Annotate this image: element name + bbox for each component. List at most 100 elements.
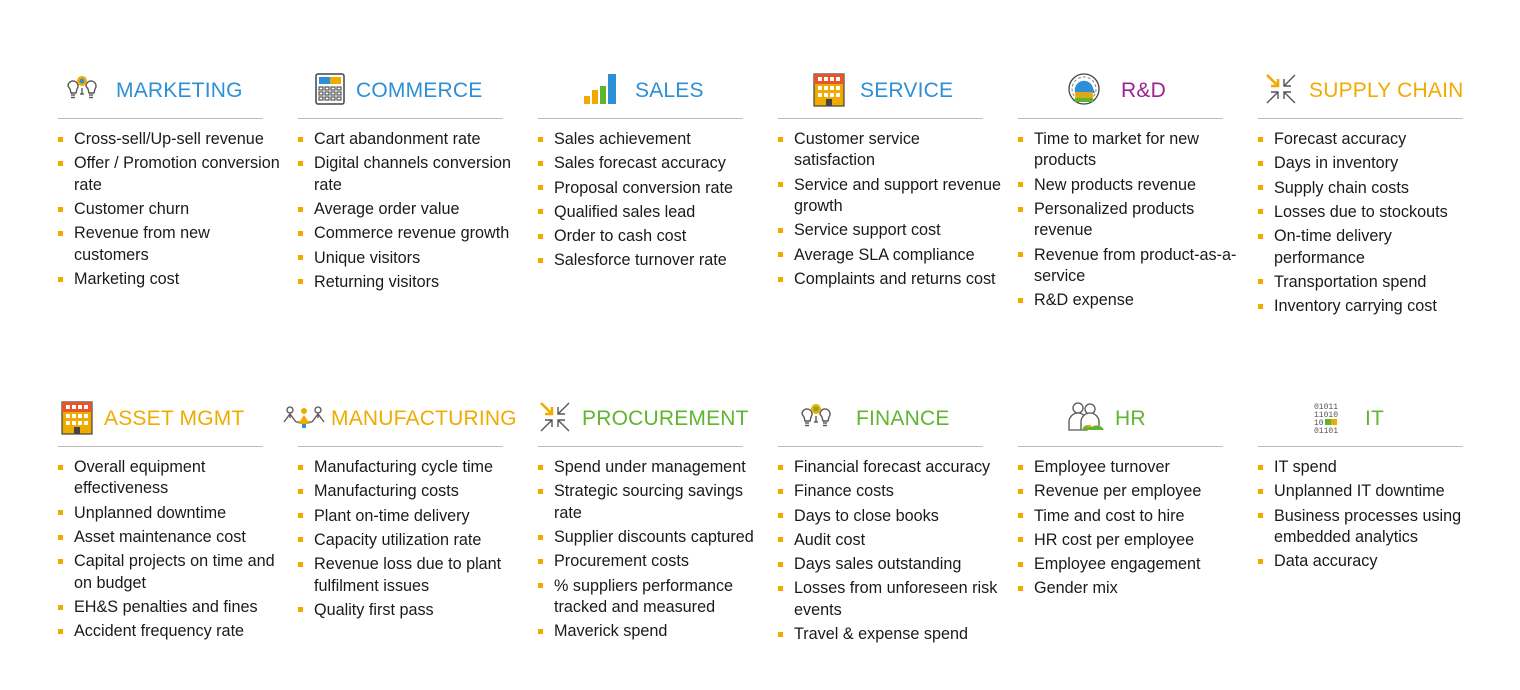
section-title: COMMERCE — [356, 79, 483, 102]
building-icon — [60, 400, 94, 435]
list-item: Inventory carrying cost — [1258, 296, 1483, 317]
kpi-list: Time to market for new products New prod… — [1018, 129, 1243, 315]
list-item: Customer service satisfaction — [778, 129, 1003, 172]
kpi-list: Spend under management Strategic sourcin… — [538, 457, 763, 646]
people-icon — [1064, 400, 1104, 432]
binary-digits: 11010 — [1314, 411, 1338, 420]
bar-chart-icon — [582, 72, 616, 104]
list-item: New products revenue — [1018, 175, 1243, 196]
list-item: Time to market for new products — [1018, 129, 1243, 172]
list-item: Service and support revenue growth — [778, 175, 1003, 218]
list-item: Personalized products revenue — [1018, 199, 1243, 242]
list-item: Revenue per employee — [1018, 481, 1243, 502]
section-header: PROCUREMENT — [538, 394, 749, 447]
section-supply-chain: SUPPLY CHAIN Forecast accuracy Days in i… — [1258, 66, 1463, 315]
list-item: EH&S penalties and fines — [58, 597, 283, 618]
list-item: Procurement costs — [538, 551, 763, 572]
kpi-list: Forecast accuracy Days in inventory Supp… — [1258, 129, 1483, 320]
list-item: Asset maintenance cost — [58, 527, 283, 548]
section-header: MANUFACTURING — [283, 394, 517, 447]
section-header: HR — [1018, 394, 1223, 447]
binary-icon: 01011 11010 10 01101 — [1312, 400, 1352, 440]
kpi-list: Cart abandonment rate Digital channels c… — [298, 129, 523, 296]
list-item: Days to close books — [778, 506, 1003, 527]
list-item: Losses from unforeseen risk events — [778, 578, 1003, 621]
section-it: 01011 11010 10 01101 IT IT spend Unplann… — [1258, 394, 1463, 570]
section-header: SUPPLY CHAIN — [1258, 66, 1463, 119]
list-item: Time and cost to hire — [1018, 506, 1243, 527]
kpi-list: Manufacturing cycle time Manufacturing c… — [298, 457, 523, 624]
list-item: Revenue from new customers — [58, 223, 283, 266]
section-title: IT — [1365, 407, 1385, 430]
list-item: Accident frequency rate — [58, 621, 283, 642]
section-header: COMMERCE — [298, 66, 503, 119]
list-item: Commerce revenue growth — [298, 223, 523, 244]
list-item: Unplanned IT downtime — [1258, 481, 1483, 502]
list-item: Capacity utilization rate — [298, 530, 523, 551]
section-rnd: R&D Time to market for new products New … — [1018, 66, 1236, 309]
list-item: Sales forecast accuracy — [538, 153, 763, 174]
list-item: Cross-sell/Up-sell revenue — [58, 129, 283, 150]
list-item: Average SLA compliance — [778, 245, 1003, 266]
list-item: Days sales outstanding — [778, 554, 1003, 575]
section-procurement: PROCUREMENT Spend under management Strat… — [538, 394, 754, 640]
list-item: Strategic sourcing savings rate — [538, 481, 763, 524]
list-item: Average order value — [298, 199, 523, 220]
list-item: Losses due to stockouts — [1258, 202, 1483, 223]
binary-digits: 01011 — [1314, 403, 1338, 412]
list-item: Returning visitors — [298, 272, 523, 293]
section-header: 01011 11010 10 01101 IT — [1258, 394, 1463, 447]
section-sales: SALES Sales achievement Sales forecast a… — [538, 66, 743, 269]
arrows-in-icon — [538, 400, 572, 432]
section-title: R&D — [1121, 79, 1166, 102]
kpi-list: IT spend Unplanned IT downtime Business … — [1258, 457, 1483, 576]
section-asset-mgmt: ASSET MGMT Overall equipment effectivene… — [58, 394, 275, 640]
calculator-icon — [315, 72, 349, 105]
section-header: MARKETING — [58, 66, 263, 119]
list-item: Manufacturing cycle time — [298, 457, 523, 478]
section-service: SERVICE Customer service satisfaction Se… — [778, 66, 1001, 288]
list-item: Digital channels conversion rate — [298, 153, 523, 196]
workers-icon — [282, 404, 325, 436]
kpi-list: Overall equipment effectiveness Unplanne… — [58, 457, 283, 646]
section-header: ASSET MGMT — [58, 394, 263, 447]
list-item: Order to cash cost — [538, 226, 763, 247]
list-item: % suppliers performance tracked and meas… — [538, 576, 763, 619]
list-item: Complaints and returns cost — [778, 269, 1003, 290]
kpi-list: Cross-sell/Up-sell revenue Offer / Promo… — [58, 129, 283, 293]
list-item: Employee turnover — [1018, 457, 1243, 478]
list-item: Finance costs — [778, 481, 1003, 502]
list-item: Maverick spend — [538, 621, 763, 642]
section-title: FINANCE — [856, 407, 950, 430]
section-marketing: MARKETING Cross-sell/Up-sell revenue Off… — [58, 66, 280, 288]
list-item: Forecast accuracy — [1258, 129, 1483, 150]
section-finance: FINANCE Financial forecast accuracy Fina… — [778, 394, 997, 643]
section-title: HR — [1115, 407, 1146, 430]
section-hr: HR Employee turnover Revenue per employe… — [1018, 394, 1223, 597]
section-manufacturing: MANUFACTURING Manufacturing cycle time M… — [283, 394, 517, 619]
list-item: Unplanned downtime — [58, 503, 283, 524]
list-item: On-time delivery performance — [1258, 226, 1483, 269]
list-item: Proposal conversion rate — [538, 178, 763, 199]
section-title: SERVICE — [860, 79, 954, 102]
section-title: ASSET MGMT — [104, 407, 245, 430]
list-item: Plant on-time delivery — [298, 506, 523, 527]
list-item: HR cost per employee — [1018, 530, 1243, 551]
lightbulbs-icon — [798, 400, 832, 432]
section-header: SALES — [538, 66, 743, 119]
list-item: Supply chain costs — [1258, 178, 1483, 199]
section-title: SALES — [635, 79, 704, 102]
section-header: FINANCE — [778, 394, 983, 447]
section-header: R&D — [1018, 66, 1223, 119]
section-header: SERVICE — [778, 66, 983, 119]
list-item: Financial forecast accuracy — [778, 457, 1003, 478]
list-item: Data accuracy — [1258, 551, 1483, 572]
list-item: Sales achievement — [538, 129, 763, 150]
list-item: Business processes using embedded analyt… — [1258, 506, 1483, 549]
kpi-list: Financial forecast accuracy Finance cost… — [778, 457, 1003, 648]
list-item: Customer churn — [58, 199, 283, 220]
section-title: PROCUREMENT — [582, 407, 749, 430]
building-icon — [812, 72, 846, 107]
arrows-in-icon — [1264, 72, 1298, 104]
list-item: Salesforce turnover rate — [538, 250, 763, 271]
